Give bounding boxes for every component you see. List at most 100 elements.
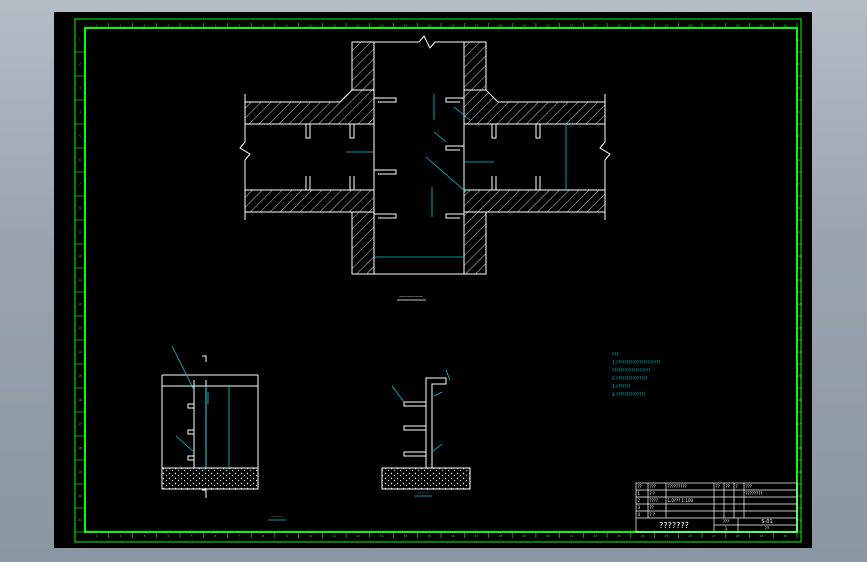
ruler-label: 11: [332, 534, 336, 538]
ruler-label: 20: [546, 24, 550, 28]
title-block-cell: ????: [650, 498, 659, 503]
ruler-label: 9: [79, 230, 81, 234]
ruler-label: 9: [286, 534, 288, 538]
ruler-label: 25: [665, 24, 669, 28]
outer-frame: [74, 18, 802, 543]
ruler-label: 21: [570, 534, 574, 538]
title-block-header-cell: ???: [650, 484, 656, 489]
title-block-scale-label: ???: [723, 519, 729, 524]
ruler-label: 19: [78, 470, 82, 474]
ruler-label: 27: [712, 534, 716, 538]
section-b-view: [381, 377, 471, 490]
ruler-label: 29: [759, 534, 763, 538]
ruler-label: 19: [522, 534, 526, 538]
ruler-label: 17: [78, 422, 82, 426]
ruler-label: 2: [79, 62, 81, 66]
ruler-label: 10: [309, 24, 313, 28]
ruler-label: 11: [797, 278, 801, 282]
ruler-label: 3: [143, 24, 145, 28]
title-block-cell: ????????: [746, 491, 763, 496]
title-block-cell: 3: [638, 505, 641, 510]
ruler-label: 20: [797, 494, 801, 498]
ruler-label: 8: [262, 534, 264, 538]
plan-dimensions: [346, 94, 567, 258]
title-block-header-cell: ??: [726, 484, 730, 489]
ruler-label: 7: [798, 182, 800, 186]
ruler-label: 22: [593, 24, 597, 28]
section-b-label: ———: [417, 490, 429, 495]
title-block-header-cell: ??: [716, 484, 720, 489]
plan-view: [239, 35, 611, 275]
ruler-label: 13: [78, 326, 82, 330]
ruler-label: 13: [380, 534, 384, 538]
title-block-header-cell: ??: [638, 484, 642, 489]
ruler-label: 13: [380, 24, 384, 28]
ruler-label: 8: [79, 206, 81, 210]
ruler-label: 6: [798, 158, 800, 162]
section-a-dimensions: [171, 345, 230, 468]
notes-line-3: 2.???????????????: [612, 376, 648, 381]
ruler-label: 1: [798, 38, 800, 42]
ruler-label: 30: [783, 534, 787, 538]
title-block-title: ???????: [659, 521, 689, 530]
ruler-label: 3: [143, 534, 145, 538]
ruler-label: 1: [96, 534, 98, 538]
ruler-label: 12: [356, 534, 360, 538]
ruler-label: 15: [427, 534, 431, 538]
ruler-label: 9: [798, 230, 800, 234]
ruler-label: 20: [78, 494, 82, 498]
title-block-drawing-no: S-01: [761, 519, 772, 525]
plan-view-label: ——————: [399, 294, 423, 299]
ruler-label: 11: [332, 24, 336, 28]
ruler-label: 17: [475, 534, 479, 538]
border-ruler: 1122334455667788991010111112121313141415…: [75, 23, 801, 538]
ruler-label: 7: [238, 534, 240, 538]
ruler-label: 17: [797, 422, 801, 426]
ruler-label: 10: [797, 254, 801, 258]
cad-drawing: 1122334455667788991010111112121313141415…: [74, 18, 802, 543]
title-block: ??????????????????????1? ?????????2????1…: [635, 482, 798, 533]
ruler-label: 18: [78, 446, 82, 450]
notes-line-2: ??????????????????: [612, 368, 650, 373]
ruler-label: 15: [797, 374, 801, 378]
title-block-cell: 4: [638, 512, 641, 517]
title-block-cell: 1.0??? 1:100: [668, 498, 694, 503]
ruler-label: 10: [78, 254, 82, 258]
title-block-cells: ??????????????????????1? ?????????2????1…: [638, 484, 763, 517]
ruler-label: 6: [215, 534, 217, 538]
ruler-label: 5: [798, 134, 800, 138]
ruler-label: 18: [498, 534, 502, 538]
notes-line-1: 1.?????????????????????: [612, 360, 660, 365]
title-block-cell: ??: [650, 505, 654, 510]
ruler-label: 1: [79, 38, 81, 42]
ruler-label: 11: [78, 278, 82, 282]
ruler-label: 5: [79, 134, 81, 138]
ruler-label: 16: [797, 398, 801, 402]
general-notes: ???: 1.????????????????????? ???????????…: [612, 352, 660, 397]
section-a-label: ———: [271, 514, 283, 519]
ruler-label: 18: [797, 446, 801, 450]
ruler-label: 9: [286, 24, 288, 28]
ruler-label: 3: [798, 86, 800, 90]
ruler-label: 21: [797, 518, 801, 522]
title-block-cell: 1: [638, 491, 641, 496]
ruler-label: 8: [798, 206, 800, 210]
title-block-cell: ? ?: [650, 512, 656, 517]
title-block-sheet: 1: [725, 526, 728, 531]
ruler-label: 18: [498, 24, 502, 28]
ruler-label: 26: [688, 24, 692, 28]
section-b-dimensions: [391, 369, 451, 453]
ruler-label: 21: [570, 24, 574, 28]
ruler-label: 29: [759, 24, 763, 28]
ruler-label: 30: [783, 24, 787, 28]
ruler-label: 14: [797, 350, 801, 354]
ruler-label: 13: [797, 326, 801, 330]
title-block-header-cell: ?: [736, 484, 738, 489]
ruler-label: 5: [191, 534, 193, 538]
ruler-label: 20: [546, 534, 550, 538]
ruler-label: 23: [617, 534, 621, 538]
ruler-label: 16: [451, 534, 455, 538]
ruler-label: 27: [712, 24, 716, 28]
ruler-label: 28: [736, 534, 740, 538]
